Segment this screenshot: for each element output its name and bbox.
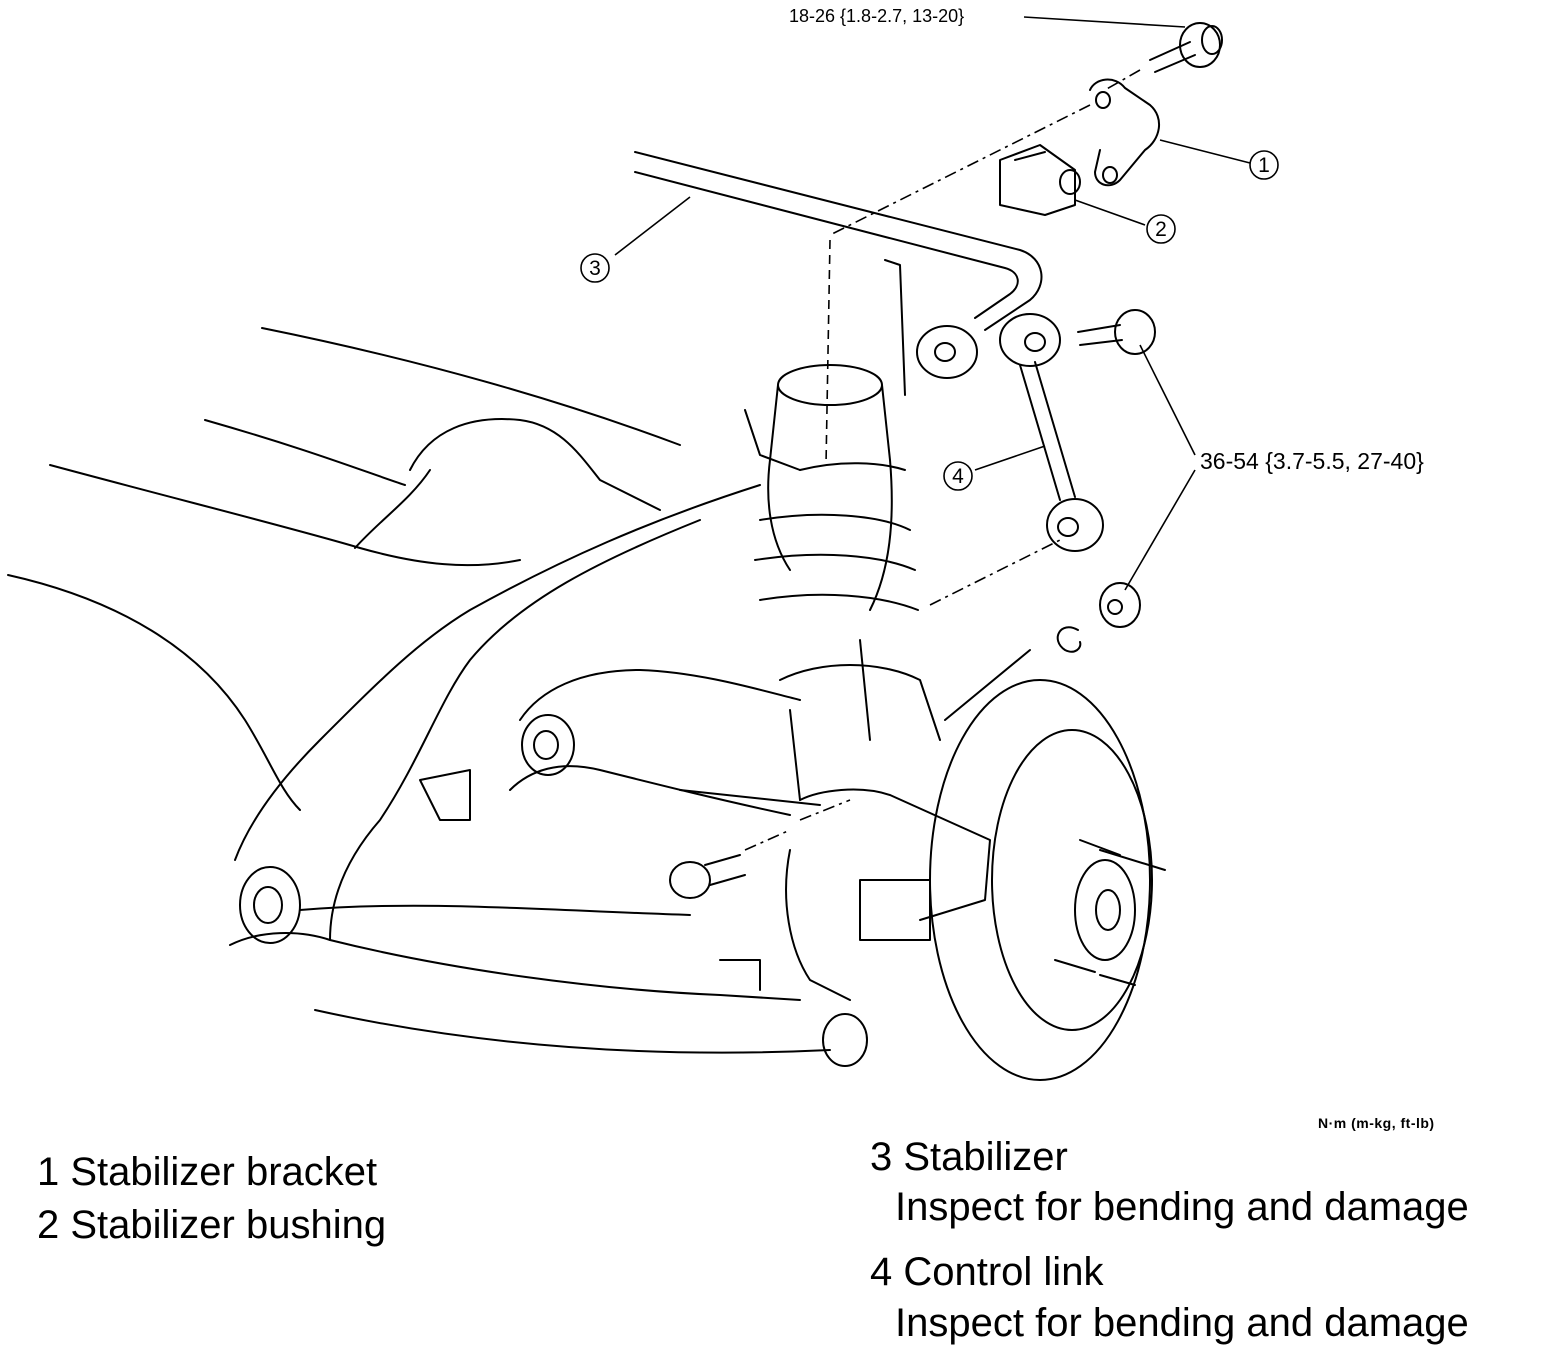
lower-bolt <box>669 854 746 899</box>
leader-lines <box>614 16 1251 591</box>
callout-4: 4 <box>943 461 973 491</box>
legend-item-4-note: Inspect for bending and damage <box>895 1301 1469 1345</box>
brake-disc <box>929 649 1166 1081</box>
torque-units-note: N·m (m-kg, ft-lb) <box>1318 1115 1435 1131</box>
assembly-lines <box>744 69 1141 851</box>
lower-control-arm <box>509 669 821 816</box>
svg-text:3: 3 <box>589 257 601 280</box>
link-fasteners <box>1056 309 1156 653</box>
svg-text:2: 2 <box>1155 218 1167 241</box>
legend-item-3-title: 3 Stabilizer <box>870 1135 1068 1179</box>
bracket-bolt <box>1149 22 1223 73</box>
svg-text:1: 1 <box>1258 154 1270 177</box>
legend-item-2: 2 Stabilizer bushing <box>37 1203 387 1247</box>
stabilizer-bushing <box>999 144 1081 216</box>
legend-item-4-title: 4 Control link <box>870 1250 1104 1294</box>
stabilizer-bar <box>634 151 1043 379</box>
callout-3: 3 <box>580 253 610 283</box>
vehicle-body-outline <box>7 327 681 811</box>
legend-item-1: 1 Stabilizer bracket <box>37 1150 378 1194</box>
legend-item-3-note: Inspect for bending and damage <box>895 1185 1469 1229</box>
crossmember <box>229 484 831 1054</box>
callout-2: 2 <box>1146 214 1176 244</box>
torque-link-fasteners: 36-54 {3.7-5.5, 27-40} <box>1200 448 1424 474</box>
strut-assembly <box>744 259 941 801</box>
stabilizer-bracket <box>1089 78 1160 187</box>
control-link <box>999 313 1104 552</box>
steering-knuckle <box>719 788 991 1067</box>
svg-text:4: 4 <box>952 465 964 488</box>
torque-bracket-bolt: 18-26 {1.8-2.7, 13-20} <box>789 6 965 26</box>
callout-1: 1 <box>1249 150 1279 180</box>
